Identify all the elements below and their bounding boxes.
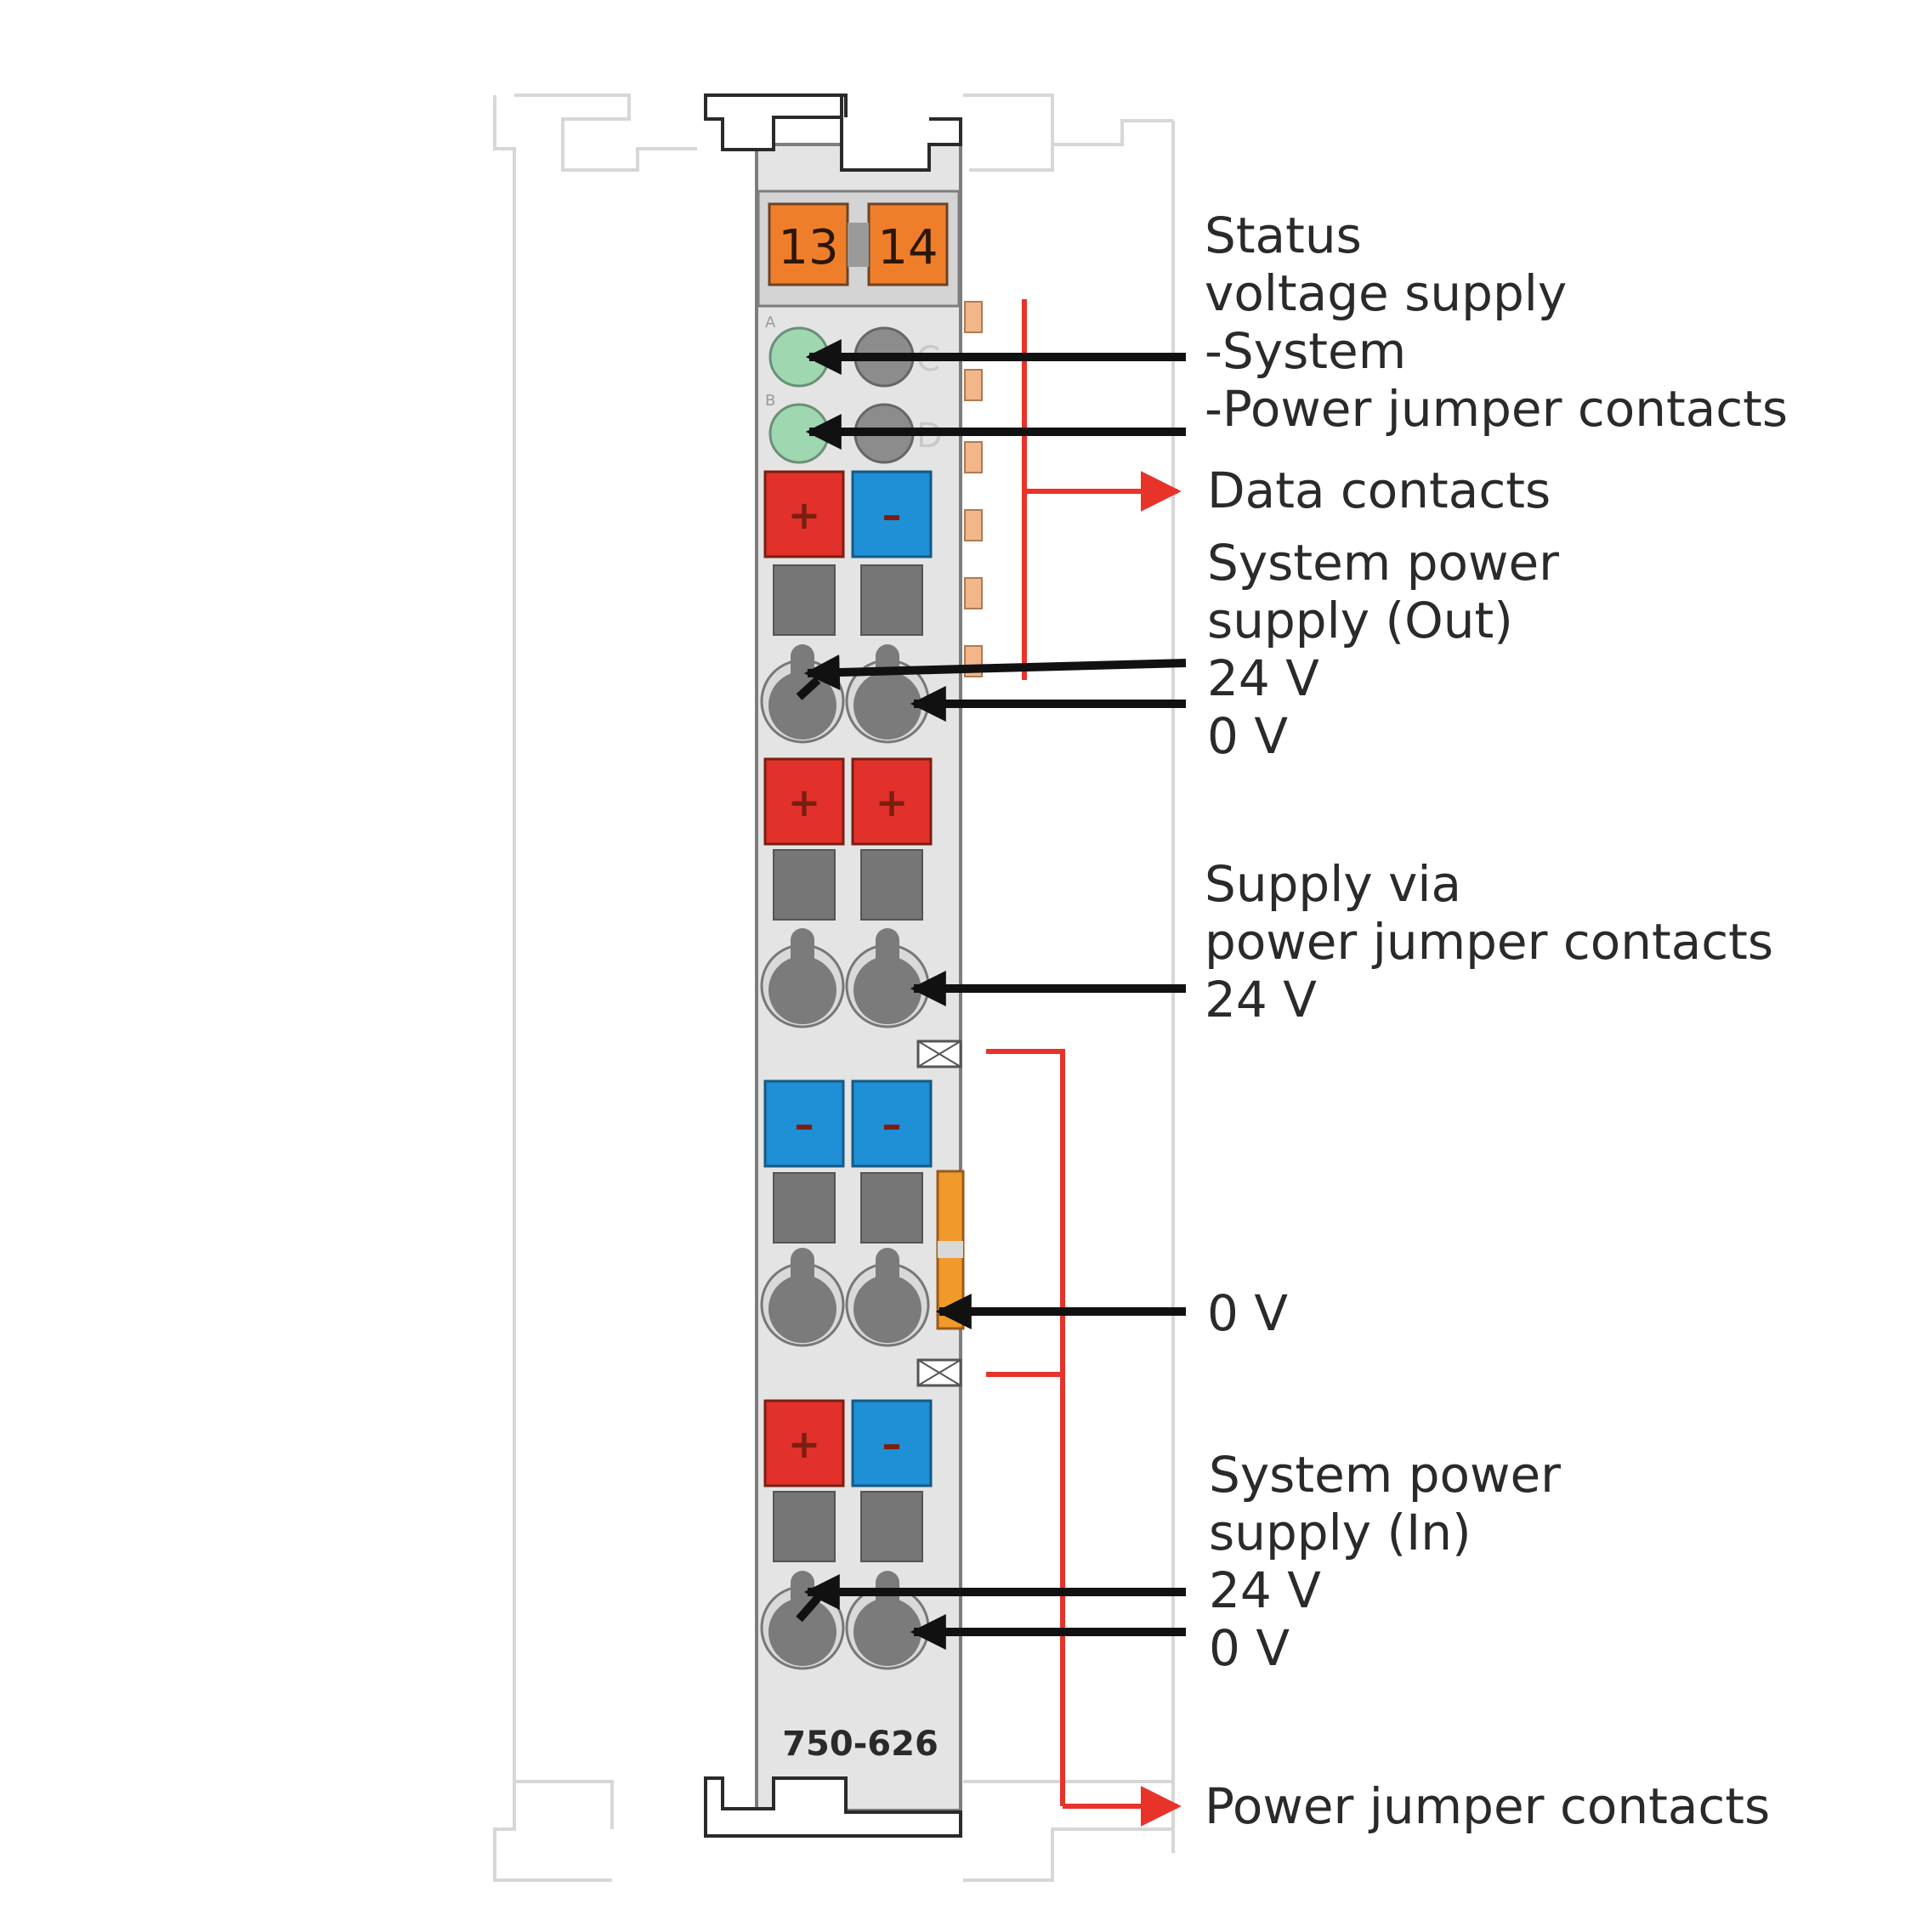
- status-label-line1: Status: [1205, 207, 1362, 264]
- release-slot: [860, 564, 923, 636]
- sys-out-24v-label: 24 V: [1207, 649, 1319, 707]
- data-contact-pads: [964, 301, 983, 677]
- terminal-markers: 13 14: [768, 202, 949, 286]
- data-contacts-bracket: [1022, 299, 1182, 680]
- via-24v-label: 24 V: [1205, 971, 1317, 1028]
- plus-terminal: [763, 757, 845, 846]
- sys-in-24v-label: 24 V: [1209, 1561, 1321, 1619]
- terminal-number-13: 13: [778, 220, 838, 275]
- terminal-row-2: + +: [760, 757, 933, 1028]
- mid-0v-label: 0 V: [1207, 1284, 1288, 1342]
- terminal-marker-13: [768, 202, 849, 286]
- power-jumper-contacts-label: Power jumper contacts: [1205, 1777, 1770, 1835]
- terminal-marker-14: [867, 202, 949, 286]
- sys-out-label-line2: supply (Out): [1207, 592, 1513, 649]
- callout-arrows: [803, 339, 1187, 1650]
- minus-terminal: [763, 1079, 845, 1168]
- via-label-line2: power jumper contacts: [1205, 913, 1773, 971]
- terminal-row-3: – –: [760, 1079, 933, 1347]
- release-slot: [773, 564, 836, 636]
- via-label-line1: Supply via: [1205, 855, 1461, 913]
- wire-clamp: [853, 671, 921, 739]
- sys-in-0v-label: 0 V: [1209, 1619, 1290, 1677]
- led-letter-b: B: [765, 392, 775, 410]
- led-letter-a: A: [765, 314, 776, 331]
- minus-sign: –: [882, 1102, 902, 1147]
- sys-in-label-line2: supply (In): [1209, 1504, 1472, 1561]
- status-label-power-jumper: -Power jumper contacts: [1205, 380, 1788, 438]
- minus-terminal: [851, 470, 933, 558]
- minus-terminal: [851, 1399, 933, 1487]
- data-contacts-label: Data contacts: [1207, 462, 1551, 519]
- sys-out-label-line1: System power: [1207, 534, 1559, 592]
- minus-terminal: [851, 1079, 933, 1168]
- terminal-number-14: 14: [877, 220, 938, 275]
- plus-sign: +: [788, 492, 821, 538]
- plus-sign: +: [788, 1421, 821, 1467]
- minus-sign: –: [882, 1421, 902, 1467]
- minus-sign: –: [795, 1102, 814, 1147]
- sys-out-0v-label: 0 V: [1207, 707, 1288, 765]
- plus-sign: +: [876, 779, 909, 825]
- minus-sign: –: [882, 492, 902, 538]
- plus-terminal: [851, 757, 933, 846]
- model-number: 750-626: [782, 1725, 938, 1764]
- status-label-line2: voltage supply: [1205, 264, 1567, 322]
- bottom-latch: [704, 1776, 962, 1838]
- arrow-out-24v: [803, 654, 1187, 690]
- callout-labels: Status voltage supply -System -Power jum…: [1205, 207, 1788, 1835]
- top-latch: [704, 93, 848, 151]
- plus-terminal: [763, 470, 845, 558]
- sys-in-label-line1: System power: [1209, 1446, 1561, 1504]
- plus-sign: +: [788, 779, 821, 825]
- power-jumper-bracket: [986, 1049, 1182, 1827]
- plus-terminal: [763, 1399, 845, 1487]
- status-label-system: -System: [1205, 322, 1406, 380]
